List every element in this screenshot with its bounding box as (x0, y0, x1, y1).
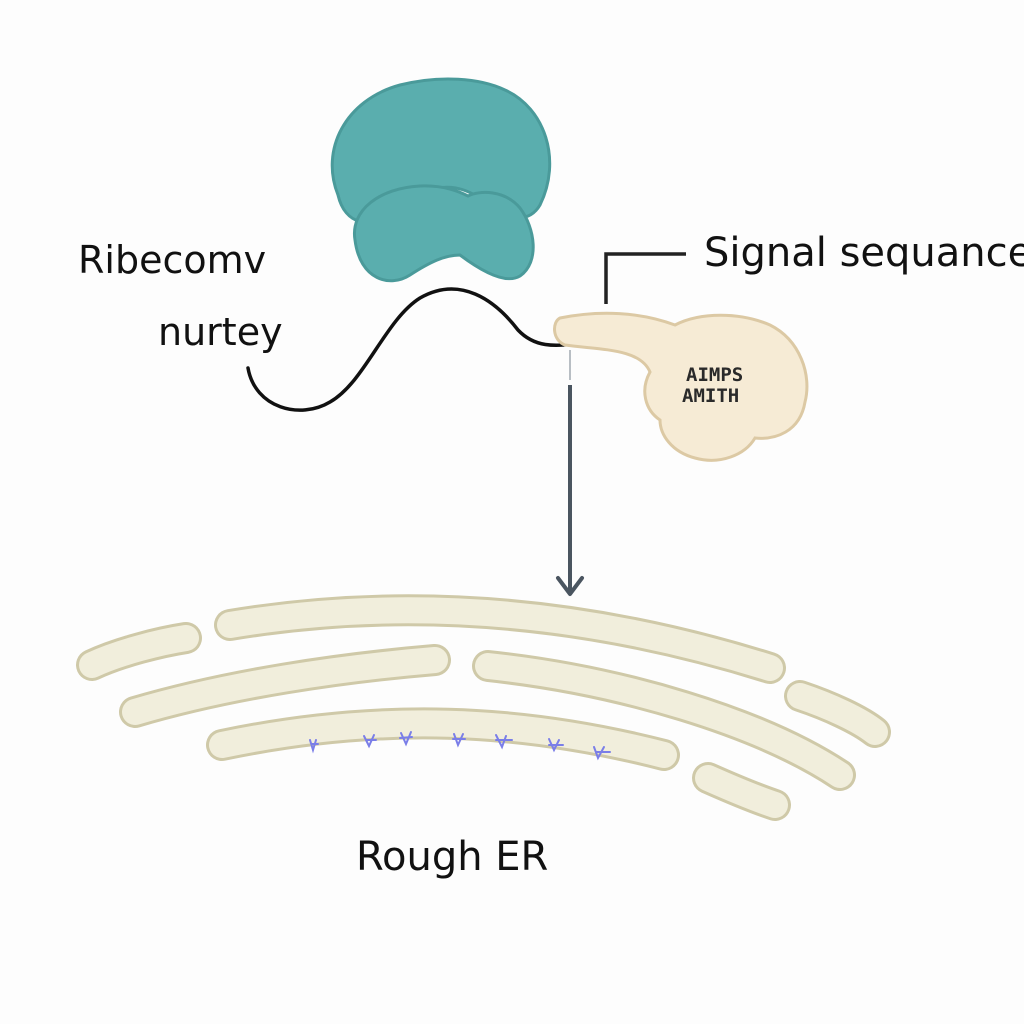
signal-sequence-label: Signal sequance (704, 230, 1024, 276)
er-ribosome-mark-2 (363, 734, 377, 749)
signal-sequence-pointer (604, 252, 686, 304)
er-ribosome-mark-5 (495, 734, 513, 750)
er-ribosome-mark-3 (399, 731, 413, 747)
er-cisterna-5 (784, 680, 891, 748)
er-cisterna-6 (206, 707, 680, 771)
er-cisterna-4 (472, 650, 856, 791)
rough-er-label: Rough ER (356, 834, 549, 880)
er-bound-ribosomes (309, 731, 611, 761)
er-cisterna-2 (214, 594, 786, 684)
mrna-label: nurtey (158, 310, 283, 354)
er-cisterna-1 (76, 622, 202, 681)
protein-label-line1: AIMPS (686, 364, 743, 386)
ribosome-small-subunit (352, 184, 535, 283)
er-ribosome-mark-7 (593, 746, 611, 761)
rough-er (76, 594, 891, 821)
protein-globule (553, 311, 809, 462)
er-ribosome-mark-4 (452, 733, 466, 748)
er-ribosome-mark-1 (309, 739, 319, 754)
protein-label-line2: AMITH (682, 385, 739, 407)
mrna-strand (246, 287, 577, 412)
er-ribosome-mark-6 (548, 738, 564, 753)
arrow-head (556, 576, 584, 596)
ribosome-label: Ribecomv (78, 238, 267, 282)
er-cisterna-3 (119, 644, 451, 728)
er-cisterna-7 (692, 762, 791, 821)
